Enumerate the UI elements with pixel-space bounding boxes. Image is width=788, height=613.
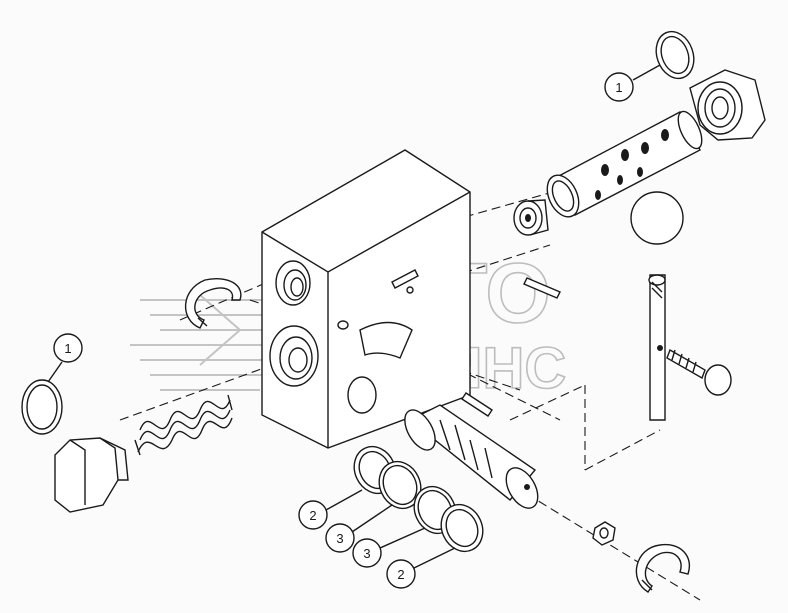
callout-seal-upper-3-label: 3 bbox=[336, 531, 343, 546]
callout-seal-lower-3-label: 3 bbox=[363, 546, 370, 561]
small-nut bbox=[592, 521, 616, 546]
valve-body bbox=[261, 149, 471, 449]
plug-left bbox=[54, 437, 129, 513]
body-port-upper bbox=[275, 260, 311, 306]
callout-seal-upper-2-label: 2 bbox=[309, 508, 316, 523]
callout-seal-lower-2: 2 bbox=[386, 547, 456, 589]
small-cap bbox=[513, 199, 549, 236]
callout-seal-lower-2-label: 2 bbox=[397, 567, 404, 582]
perforated-sleeve bbox=[546, 110, 703, 218]
seal-ring-upper-3 bbox=[378, 460, 422, 510]
spring bbox=[134, 394, 233, 456]
pins bbox=[391, 269, 561, 417]
bolt bbox=[657, 345, 732, 396]
plug-right bbox=[689, 69, 766, 141]
watermark-logo bbox=[130, 294, 300, 391]
snap-ring-upper bbox=[184, 278, 242, 329]
o-ring-left bbox=[21, 379, 63, 435]
spool bbox=[404, 404, 539, 509]
snap-ring-lower bbox=[635, 543, 691, 593]
body-port-lower bbox=[269, 325, 319, 387]
seal-ring-lower-2 bbox=[440, 503, 484, 553]
callout-seal-lower-3: 3 bbox=[352, 527, 426, 568]
body-face-bore bbox=[337, 286, 414, 414]
callout-seal-upper-2: 2 bbox=[298, 489, 363, 530]
callout-top-oring: 1 bbox=[604, 64, 661, 102]
callout-top-oring-label: 1 bbox=[615, 80, 622, 95]
callout-seal-upper-3: 3 bbox=[325, 504, 393, 553]
o-ring-top bbox=[655, 30, 695, 80]
ball-and-pin bbox=[630, 191, 684, 421]
callout-left-oring: 1 bbox=[47, 333, 83, 383]
callout-left-oring-label: 1 bbox=[64, 341, 71, 356]
